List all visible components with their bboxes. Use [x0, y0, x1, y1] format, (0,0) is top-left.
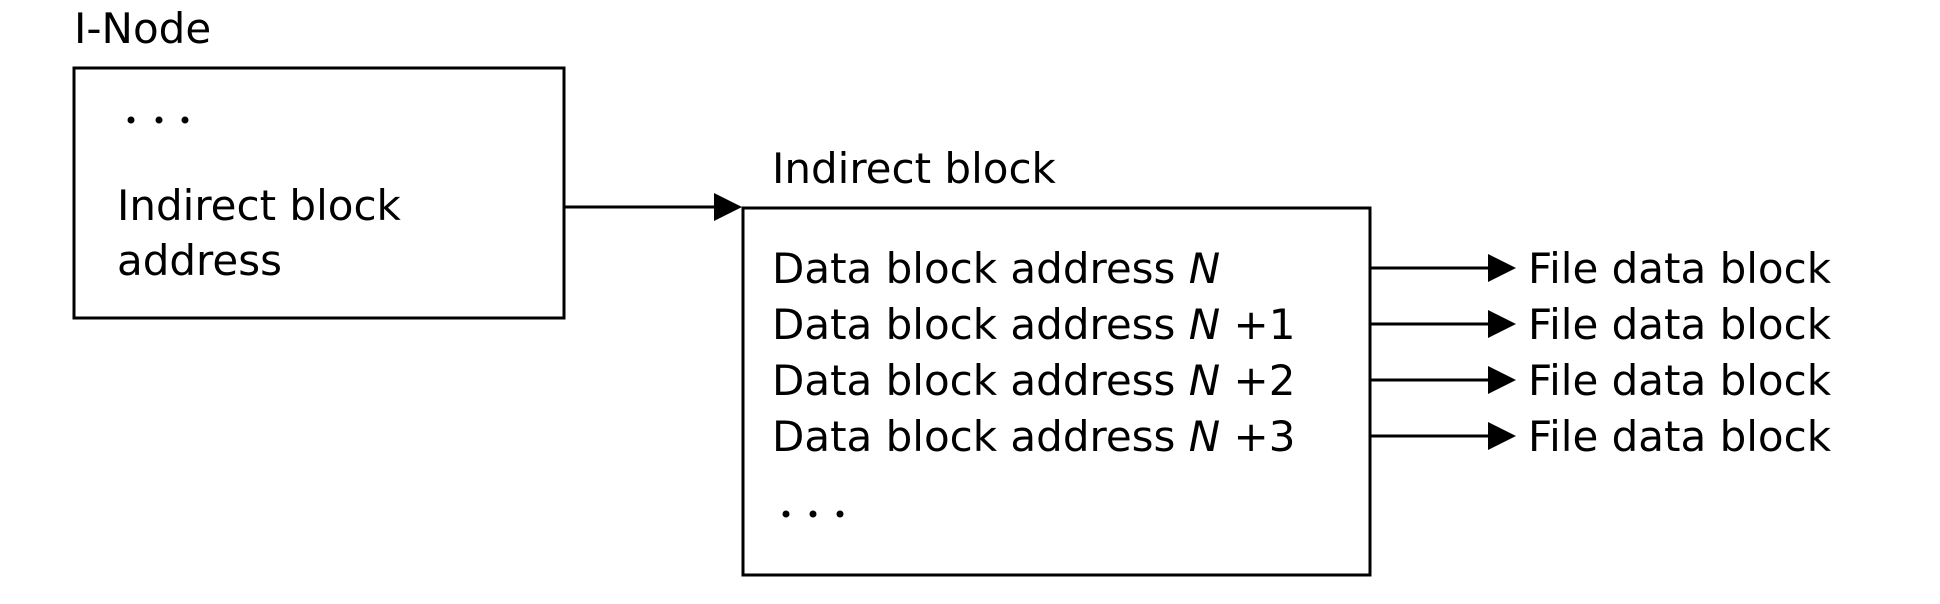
pointer-arrowhead: [1488, 254, 1516, 282]
indirect-block-title: Indirect block: [772, 144, 1057, 193]
entry-offset: +2: [1220, 356, 1295, 405]
data-block-address-entry: Data block address N +2: [772, 356, 1295, 405]
pointer-arrowhead: [1488, 422, 1516, 450]
entry-variable: N: [1189, 412, 1220, 461]
indirect-block-box: [741, 206, 1372, 577]
entry-label: Data block address: [772, 412, 1189, 461]
entry-label: Data block address: [772, 356, 1189, 405]
file-data-block-label: File data block: [1528, 300, 1832, 349]
file-data-block-label: File data block: [1528, 244, 1832, 293]
inode-box: [72, 66, 566, 320]
inode-indirect-field-line1: Indirect block: [117, 181, 402, 230]
file-data-block-label: File data block: [1528, 412, 1832, 461]
pointer-arrowhead: [1488, 366, 1516, 394]
entry-variable: N: [1189, 244, 1220, 293]
entry-label: Data block address: [772, 300, 1189, 349]
inode-indirect-field-line2: address: [117, 236, 282, 285]
entry-offset: +1: [1220, 300, 1295, 349]
data-block-address-entry: Data block address N +3: [772, 412, 1295, 461]
pointer-arrowhead: [1488, 310, 1516, 338]
entry-variable: N: [1189, 356, 1220, 405]
entry-label: Data block address: [772, 244, 1189, 293]
data-block-address-entry: Data block address N: [772, 244, 1220, 293]
inode-to-indirect-arrowhead: [714, 193, 742, 221]
data-block-address-entry: Data block address N +1: [772, 300, 1295, 349]
inode-title: I-Node: [74, 4, 211, 53]
indirect-block-ellipsis: [782, 510, 844, 518]
entry-offset: +3: [1220, 412, 1295, 461]
file-data-block-label: File data block: [1528, 356, 1832, 405]
entry-variable: N: [1189, 300, 1220, 349]
inode-ellipsis: [127, 116, 189, 124]
